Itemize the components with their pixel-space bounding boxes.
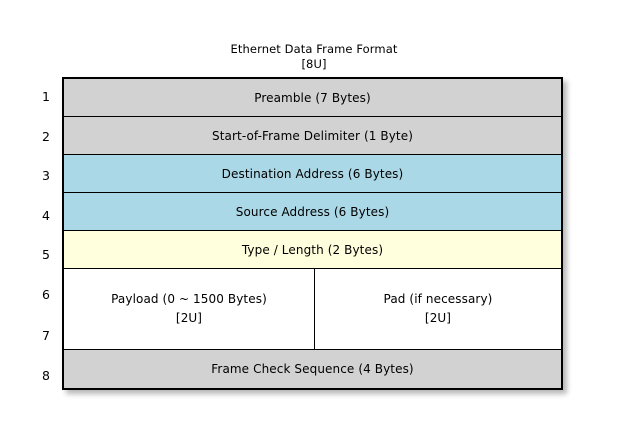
- frame-field-payload-sublabel: [2U]: [175, 311, 203, 325]
- frame-field-payload-label: Payload (0 ~ 1500 Bytes): [111, 292, 267, 306]
- row-number-1: 1: [42, 89, 50, 105]
- frame-field-pad-label: Pad (if necessary): [383, 292, 493, 306]
- frame-field-preamble: Preamble (7 Bytes): [64, 79, 561, 117]
- diagram-title-sub: [8U]: [301, 57, 327, 71]
- row-number-2: 2: [42, 128, 50, 144]
- frame-field-type-length-label: Type / Length (2 Bytes): [241, 242, 384, 257]
- row-number-6: 6: [42, 287, 50, 303]
- diagram-title-main: Ethernet Data Frame Format: [230, 42, 398, 56]
- frame-field-preamble-label: Preamble (7 Bytes): [254, 90, 371, 105]
- frame-field-source-address-label: Source Address (6 Bytes): [235, 204, 390, 219]
- row-number-3: 3: [42, 168, 50, 184]
- frame-field-frame-check-sequence-label: Frame Check Sequence (4 Bytes): [211, 362, 414, 376]
- frame-field-pad-sublabel: [2U]: [424, 311, 452, 325]
- frame-field-payload: Payload (0 ~ 1500 Bytes) [2U]: [64, 269, 315, 349]
- frame-field-destination-address-label: Destination Address (6 Bytes): [221, 166, 404, 181]
- row-number-column: 1 2 3 4 5 6 7 8: [30, 77, 56, 395]
- ethernet-frame-diagram: Preamble (7 Bytes) Start-of-Frame Delimi…: [62, 77, 563, 390]
- row-number-7: 7: [42, 327, 50, 343]
- frame-field-pad: Pad (if necessary) [2U]: [315, 269, 561, 349]
- row-number-5: 5: [42, 247, 50, 263]
- frame-field-start-of-frame-delimiter-label: Start-of-Frame Delimiter (1 Byte): [212, 128, 413, 143]
- row-number-4: 4: [42, 207, 50, 223]
- frame-field-payload-pad-group: Payload (0 ~ 1500 Bytes) [2U] Pad (if ne…: [64, 269, 561, 350]
- frame-field-source-address: Source Address (6 Bytes): [64, 193, 561, 231]
- frame-field-destination-address: Destination Address (6 Bytes): [64, 155, 561, 193]
- row-number-8: 8: [42, 367, 50, 383]
- frame-field-type-length: Type / Length (2 Bytes): [64, 231, 561, 269]
- diagram-title: Ethernet Data Frame Format [8U]: [0, 42, 628, 72]
- frame-field-frame-check-sequence: Frame Check Sequence (4 Bytes): [64, 350, 561, 388]
- frame-field-start-of-frame-delimiter: Start-of-Frame Delimiter (1 Byte): [64, 117, 561, 155]
